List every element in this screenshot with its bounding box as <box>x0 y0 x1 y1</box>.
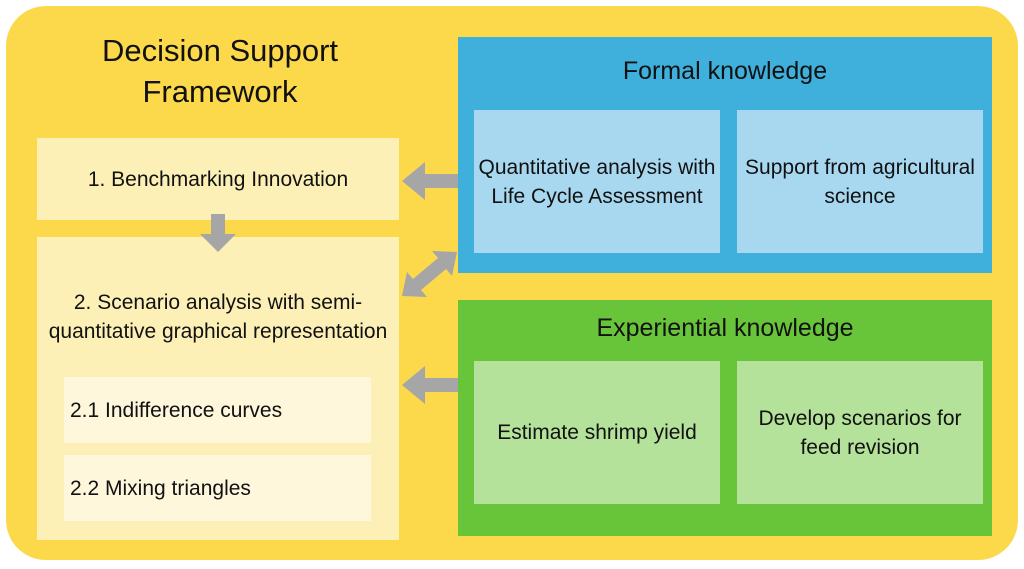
formal-knowledge-title: Formal knowledge <box>622 57 828 85</box>
step1-label: 1. Benchmarking Innovation <box>87 167 349 191</box>
experiential-knowledge-panel: Experiential knowledge Estimate shrimp y… <box>458 300 992 536</box>
framework-title: Decision Support Framework <box>101 33 339 109</box>
experiential-knowledge-title: Experiential knowledge <box>596 314 854 342</box>
step2-1-box <box>64 377 371 443</box>
feed-scenarios-box: Develop scenarios for feed revision <box>737 361 983 504</box>
shrimp-yield-box: Estimate shrimp yield <box>474 361 720 504</box>
step2-2-box <box>64 455 371 521</box>
formal-knowledge-panel: Formal knowledge Quantitative analysis w… <box>458 37 992 273</box>
step1-box <box>37 138 399 220</box>
step2-2-label: 2.2 Mixing triangles <box>70 476 251 500</box>
lca-analysis-box: Quantitative analysis with Life Cycle As… <box>474 110 720 253</box>
step2-1-label: 2.1 Indifference curves <box>70 398 283 422</box>
step2-label: 2. Scenario analysis with semi-quantitat… <box>48 291 388 343</box>
agricultural-science-box: Support from agricultural science <box>737 110 983 253</box>
